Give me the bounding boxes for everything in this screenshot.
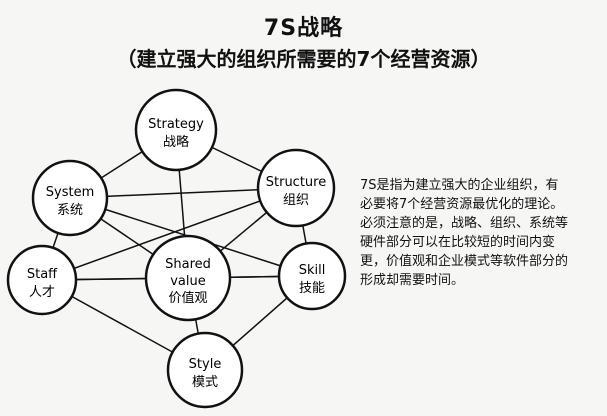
description-line: 形成却需要时间。 (360, 273, 465, 288)
node-shared-value-circle (144, 234, 232, 322)
description-line: 必要将7个经营资源最优化的理论。 (360, 197, 564, 212)
node-system-en: System (46, 185, 94, 200)
diagram-subtitle: （建立强大的组织所需要的7个经营资源） (116, 47, 491, 71)
node-strategy-cn: 战略 (163, 134, 189, 150)
node-skill-cn: 技能 (299, 281, 325, 296)
node-shared-value-cn: 价值观 (168, 290, 207, 306)
node-style-circle (166, 331, 244, 409)
node-strategy-circle (134, 88, 218, 172)
node-style-cn: 模式 (192, 375, 218, 390)
node-strategy: Strategy 战略 (134, 88, 218, 172)
node-style-en: Style (189, 357, 222, 372)
node-skill-circle (277, 241, 347, 311)
node-system-circle (31, 159, 109, 237)
node-system-cn: 系统 (57, 203, 83, 218)
node-system: System 系统 (31, 159, 109, 237)
node-structure-cn: 组织 (283, 193, 309, 208)
diagram-title: 7S战略 (263, 16, 344, 41)
line-structure-staff (41, 187, 297, 281)
node-structure-circle (256, 148, 336, 228)
node-staff-en: Staff (27, 267, 58, 282)
node-staff-cn: 人才 (29, 285, 55, 300)
description-line: 更，价值观和企业模式等软件部分的 (360, 254, 569, 269)
description-text: 7S是指为建立强大的企业组织，有 必要将7个经营资源最优化的理论。 必须注意的是… (360, 176, 596, 290)
description-line: 必须注意的是，战略、组织、系统等 (360, 216, 569, 231)
node-staff-circle (6, 244, 78, 316)
node-skill-en: Skill (299, 263, 326, 278)
node-structure: Structure 组织 (256, 148, 336, 228)
description-line: 7S是指为建立强大的企业组织，有 (360, 178, 559, 193)
node-skill: Skill 技能 (277, 241, 347, 311)
node-staff: Staff 人才 (6, 244, 78, 316)
node-style: Style 模式 (166, 331, 244, 409)
title-block: 7S战略 （建立强大的组织所需要的7个经营资源） (0, 14, 607, 74)
node-structure-en: Structure (266, 175, 326, 190)
node-strategy-en: Strategy (148, 117, 204, 132)
description-line: 硬件部分可以在比较短的时间内变 (360, 235, 556, 250)
